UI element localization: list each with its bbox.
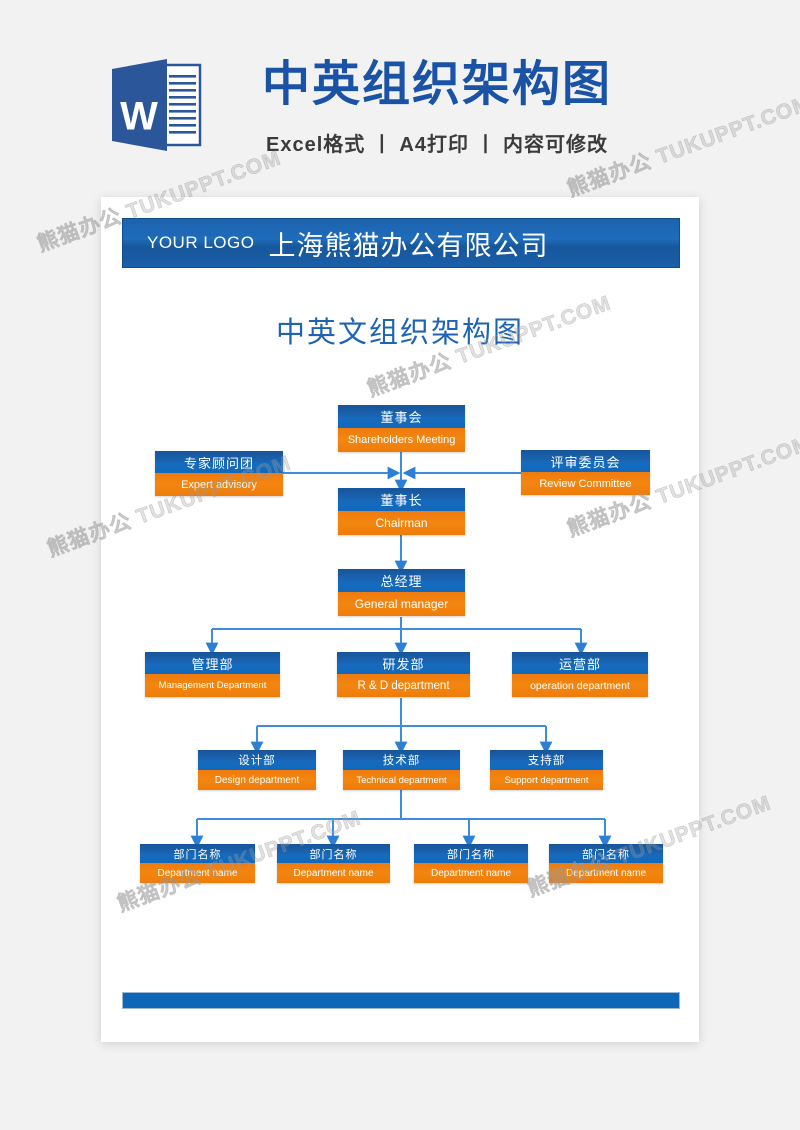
org-node-en-label: Chairman (338, 511, 465, 535)
svg-text:W: W (120, 95, 158, 139)
org-node-cn-label: 部门名称 (140, 844, 255, 863)
org-node-en-label: R & D department (337, 674, 470, 697)
org-node-design[interactable]: 设计部 Design department (198, 750, 316, 790)
org-node-chairman[interactable]: 董事长 Chairman (338, 488, 465, 535)
org-node-advisory[interactable]: 专家顾问团 Expert advisory (155, 451, 283, 496)
org-node-management[interactable]: 管理部 Management Department (145, 652, 280, 697)
org-node-cn-label: 部门名称 (277, 844, 390, 863)
org-node-en-label: Support department (490, 770, 603, 790)
org-node-support[interactable]: 支持部 Support department (490, 750, 603, 790)
org-node-cn-label: 部门名称 (549, 844, 663, 863)
org-node-en-label: Review Committee (521, 472, 650, 495)
org-node-review[interactable]: 评审委员会 Review Committee (521, 450, 650, 495)
org-node-en-label: Department name (414, 863, 528, 883)
org-node-department-4[interactable]: 部门名称 Department name (549, 844, 663, 883)
banner-subtitle: Excel格式 丨 A4打印 丨 内容可修改 (266, 134, 609, 156)
org-node-cn-label: 董事会 (338, 405, 465, 428)
promo-banner: W 中英组织架构图 Excel格式 丨 A4打印 丨 内容可修改 (0, 0, 800, 195)
org-node-cn-label: 董事长 (338, 488, 465, 511)
org-node-en-label: Expert advisory (155, 473, 283, 496)
org-node-operations[interactable]: 运营部 operation department (512, 652, 648, 697)
org-node-cn-label: 部门名称 (414, 844, 528, 863)
org-node-board[interactable]: 董事会 Shareholders Meeting (338, 405, 465, 452)
org-node-department-3[interactable]: 部门名称 Department name (414, 844, 528, 883)
org-node-cn-label: 支持部 (490, 750, 603, 770)
org-node-en-label: operation department (512, 674, 648, 697)
org-node-cn-label: 技术部 (343, 750, 460, 770)
company-name: 上海熊猫办公有限公司 (268, 230, 549, 261)
footer-bar (122, 992, 680, 1009)
org-node-en-label: Design department (198, 770, 316, 790)
org-node-cn-label: 研发部 (337, 652, 470, 674)
org-node-technical[interactable]: 技术部 Technical department (343, 750, 460, 790)
banner-title: 中英组织架构图 (262, 58, 613, 111)
word-document-icon: W (112, 59, 202, 151)
org-node-en-label: Management Department (145, 674, 280, 697)
org-node-cn-label: 设计部 (198, 750, 316, 770)
logo-placeholder: YOUR LOGO (147, 233, 255, 252)
org-node-cn-label: 运营部 (512, 652, 648, 674)
org-node-department-2[interactable]: 部门名称 Department name (277, 844, 390, 883)
org-node-en-label: Shareholders Meeting (338, 428, 465, 452)
org-node-cn-label: 管理部 (145, 652, 280, 674)
org-node-en-label: General manager (338, 592, 465, 616)
org-node-cn-label: 专家顾问团 (155, 451, 283, 473)
company-header-bar: YOUR LOGO 上海熊猫办公有限公司 (122, 218, 680, 268)
org-node-en-label: Department name (549, 863, 663, 883)
chart-title: 中英文组织架构图 (275, 317, 524, 349)
org-chart-connectors (190, 452, 612, 849)
org-node-rd[interactable]: 研发部 R & D department (337, 652, 470, 697)
org-node-cn-label: 评审委员会 (521, 450, 650, 472)
org-node-en-label: Department name (140, 863, 255, 883)
document-page: YOUR LOGO 上海熊猫办公有限公司 中英文组织架构图 (101, 197, 699, 1042)
org-node-en-label: Department name (277, 863, 390, 883)
org-node-en-label: Technical department (343, 770, 460, 790)
org-node-department-1[interactable]: 部门名称 Department name (140, 844, 255, 883)
org-node-cn-label: 总经理 (338, 569, 465, 592)
org-node-general-manager[interactable]: 总经理 General manager (338, 569, 465, 616)
